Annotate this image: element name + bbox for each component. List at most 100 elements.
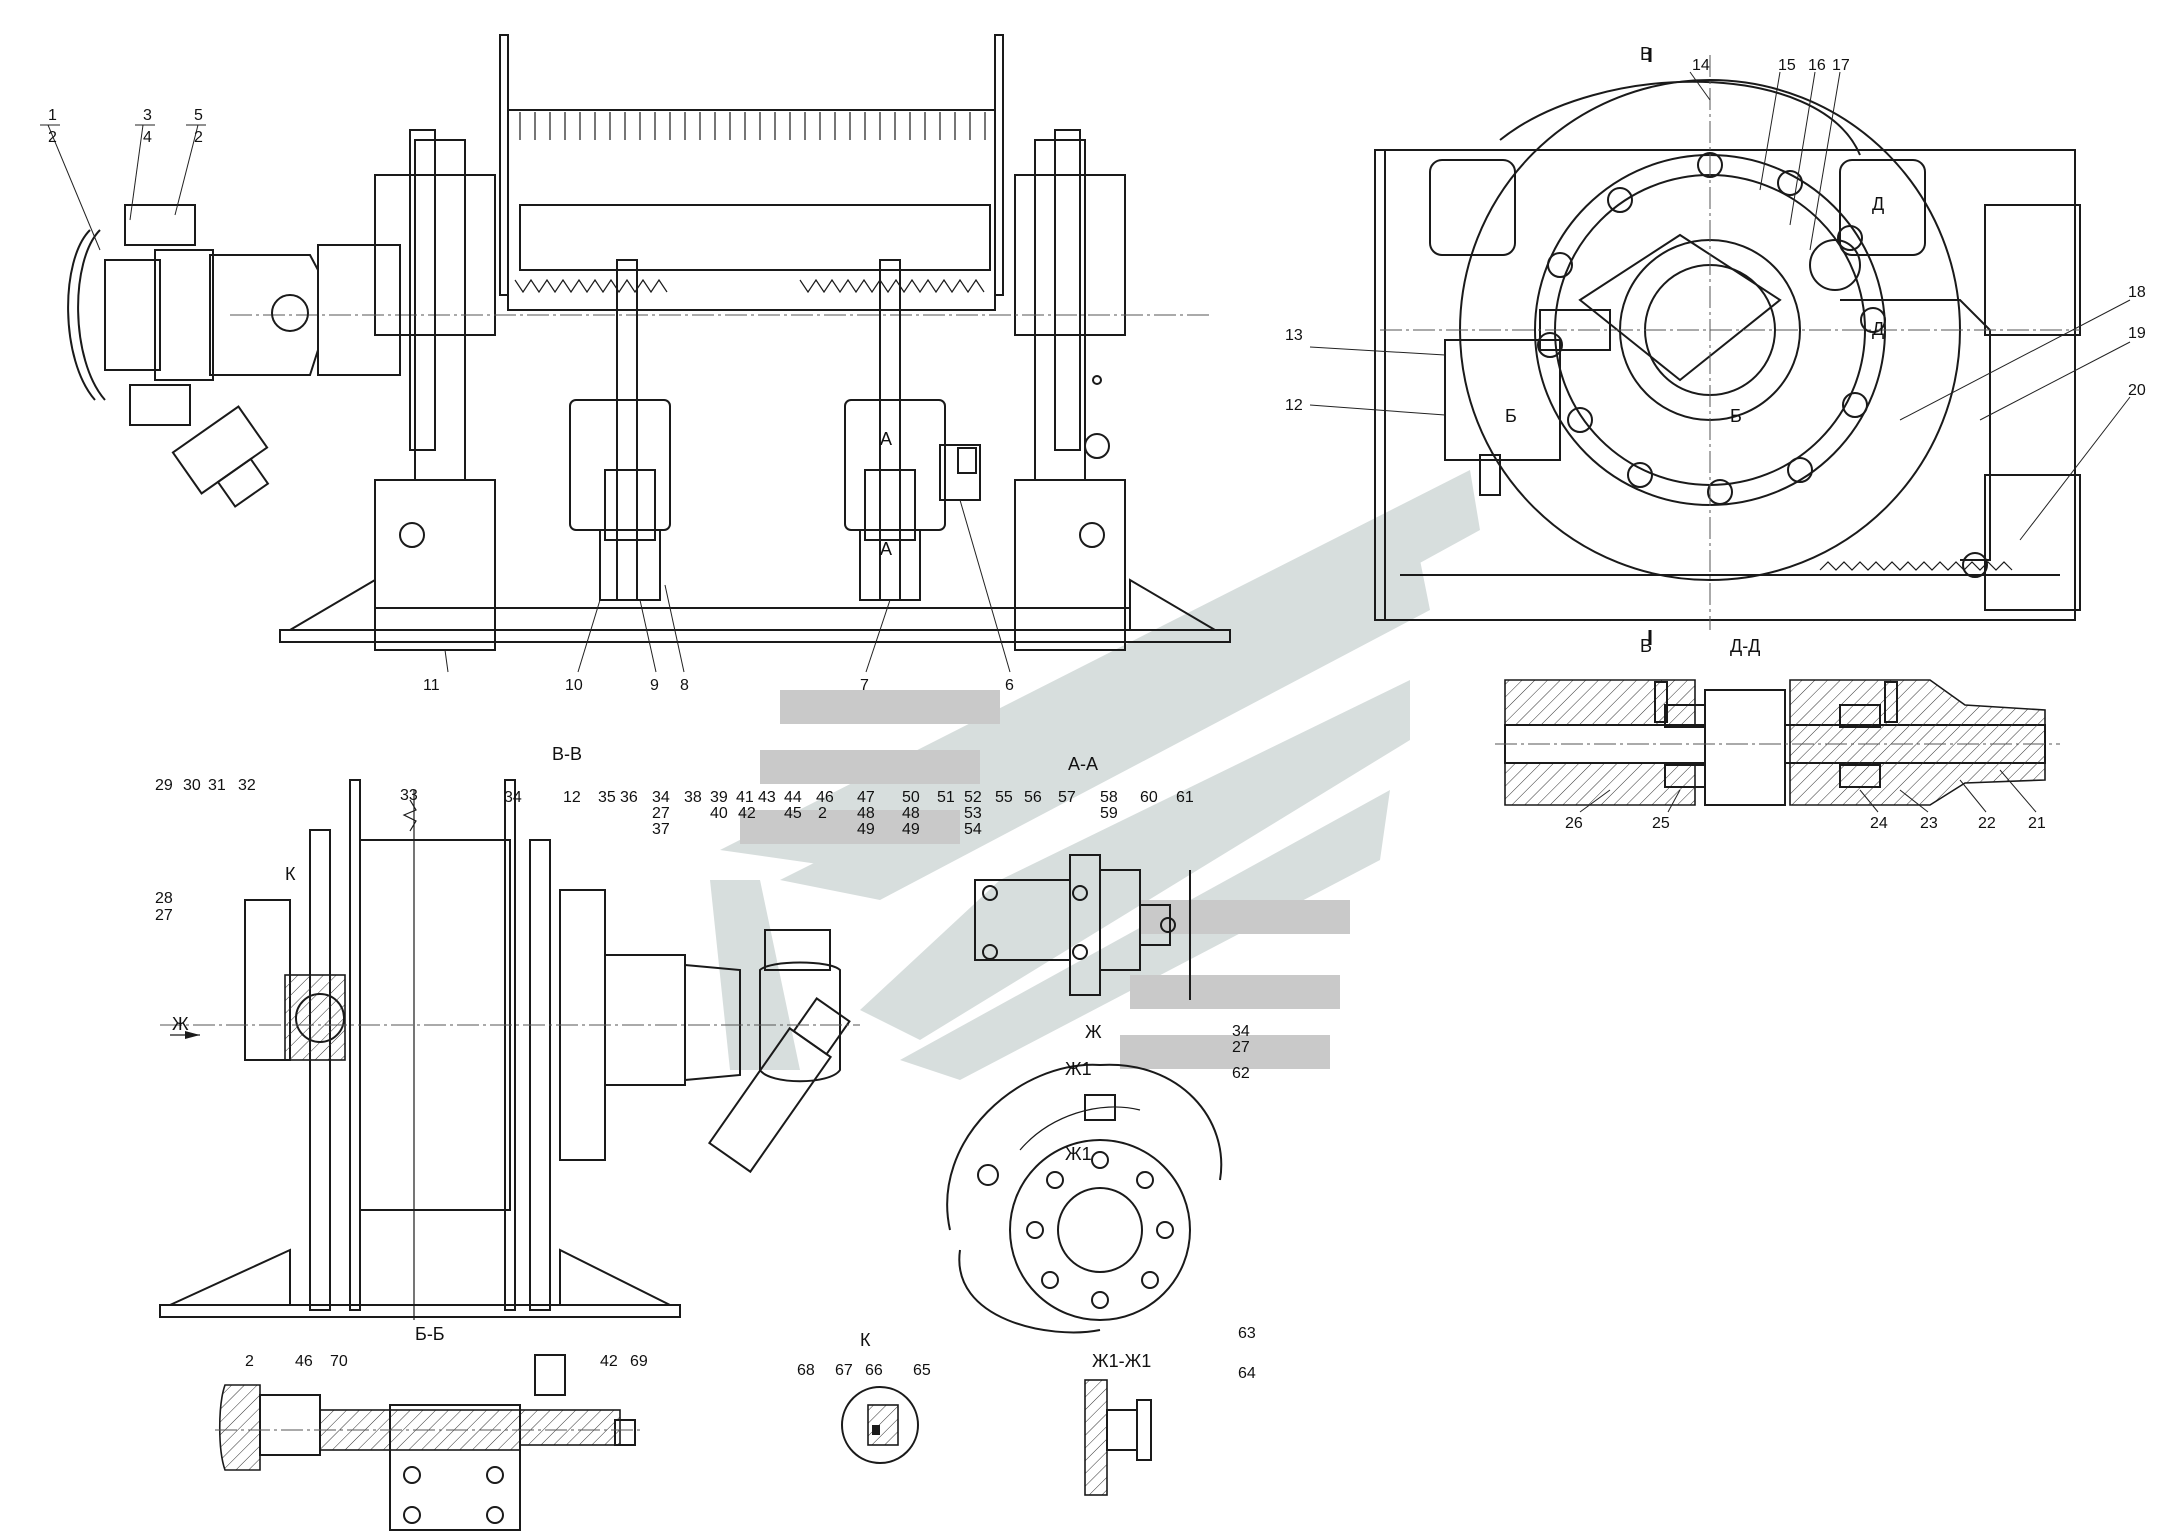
label-9: 9 <box>650 677 659 694</box>
view-k-title: К <box>860 1330 871 1350</box>
label-26: 26 <box>1565 815 1583 832</box>
label-4: 4 <box>143 129 152 146</box>
cut-mark-zh1-top: Ж1 <box>1065 1059 1092 1079</box>
label-67: 67 <box>835 1362 853 1379</box>
label-46: 46 <box>816 789 834 806</box>
label-56: 56 <box>1024 789 1042 806</box>
label-30: 30 <box>183 777 201 794</box>
label-24: 24 <box>1870 815 1888 832</box>
view-zh <box>946 1063 1223 1334</box>
label-40: 40 <box>710 805 728 822</box>
label-16: 16 <box>1808 57 1826 74</box>
label-44: 44 <box>784 789 802 806</box>
label-52: 52 <box>964 789 982 806</box>
label-60: 60 <box>1140 789 1158 806</box>
label-12b: 12 <box>563 789 581 806</box>
label-68: 68 <box>797 1362 815 1379</box>
label-58: 58 <box>1100 789 1118 806</box>
cut-mark-zh1-bottom: Ж1 <box>1065 1144 1092 1164</box>
label-61: 61 <box>1176 789 1194 806</box>
label-46b: 46 <box>295 1353 313 1370</box>
label-2a: 2 <box>48 129 57 146</box>
section-mark-v-bottom: В <box>1640 636 1652 656</box>
part-labels: 1 2 3 4 5 2 6 7 8 9 10 11 А А 12 13 14 1… <box>40 44 2146 1382</box>
section-mark-b-left: Б <box>1505 406 1517 426</box>
section-zh1 <box>1084 1379 1152 1496</box>
label-21: 21 <box>2028 815 2046 832</box>
label-15: 15 <box>1778 57 1796 74</box>
label-51: 51 <box>937 789 955 806</box>
section-dd-title: Д-Д <box>1730 636 1760 656</box>
view-mark-zh: Ж <box>172 1014 189 1034</box>
label-57: 57 <box>1058 789 1076 806</box>
label-34b: 34 <box>652 789 670 806</box>
label-65: 65 <box>913 1362 931 1379</box>
label-2b: 2 <box>194 129 203 146</box>
label-23: 23 <box>1920 815 1938 832</box>
label-32: 32 <box>238 777 256 794</box>
label-27a: 27 <box>652 805 670 822</box>
section-bb <box>215 1354 640 1531</box>
label-20: 20 <box>2128 382 2146 399</box>
label-25: 25 <box>1652 815 1670 832</box>
flange-bolts <box>1537 152 1886 505</box>
label-48a: 48 <box>857 805 875 822</box>
view-mark-k: К <box>285 864 296 884</box>
label-38: 38 <box>684 789 702 806</box>
label-64: 64 <box>1238 1365 1256 1382</box>
label-47: 47 <box>857 789 875 806</box>
label-14: 14 <box>1692 57 1710 74</box>
label-10: 10 <box>565 677 583 694</box>
label-42: 42 <box>738 805 756 822</box>
label-27c: 27 <box>1232 1039 1250 1056</box>
section-bb-title: Б-Б <box>415 1324 445 1344</box>
label-7: 7 <box>860 677 869 694</box>
label-50: 50 <box>902 789 920 806</box>
label-6: 6 <box>1005 677 1014 694</box>
label-3: 3 <box>143 107 152 124</box>
label-13: 13 <box>1285 327 1303 344</box>
label-53: 53 <box>964 805 982 822</box>
label-28: 28 <box>155 890 173 907</box>
label-39: 39 <box>710 789 728 806</box>
section-mark-d-bottom: Д <box>1872 319 1884 339</box>
label-36: 36 <box>620 789 638 806</box>
label-62: 62 <box>1232 1065 1250 1082</box>
label-41: 41 <box>736 789 754 806</box>
label-43: 43 <box>758 789 776 806</box>
label-70: 70 <box>330 1353 348 1370</box>
section-mark-a-bottom: А <box>880 539 892 559</box>
section-vv <box>159 779 860 1320</box>
section-aa <box>974 854 1191 1000</box>
label-2c: 2 <box>818 805 827 822</box>
label-19: 19 <box>2128 325 2146 342</box>
label-17: 17 <box>1832 57 1850 74</box>
label-42b: 42 <box>600 1353 618 1370</box>
section-mark-b-right: Б <box>1730 406 1742 426</box>
section-mark-v-top: В <box>1640 44 1652 64</box>
leader-lines <box>47 71 2131 813</box>
label-66: 66 <box>865 1362 883 1379</box>
label-63: 63 <box>1238 1325 1256 1342</box>
label-54: 54 <box>964 821 982 838</box>
view-k <box>841 1386 919 1464</box>
watermark-logo <box>710 470 1480 1080</box>
section-zh1-title: Ж1-Ж1 <box>1092 1351 1151 1371</box>
front-view <box>67 34 1231 651</box>
label-37: 37 <box>652 821 670 838</box>
flange-bolt-holes <box>1026 1151 1174 1309</box>
label-48b: 48 <box>902 805 920 822</box>
label-1: 1 <box>48 107 57 124</box>
label-35: 35 <box>598 789 616 806</box>
label-27b: 27 <box>155 907 173 924</box>
section-mark-a-top: А <box>880 429 892 449</box>
label-34a: 34 <box>504 789 522 806</box>
label-33: 33 <box>400 787 418 804</box>
section-dd <box>1495 679 2060 806</box>
label-55: 55 <box>995 789 1013 806</box>
label-49a: 49 <box>857 821 875 838</box>
label-31: 31 <box>208 777 226 794</box>
drum-grooves <box>514 112 986 294</box>
label-49b: 49 <box>902 821 920 838</box>
